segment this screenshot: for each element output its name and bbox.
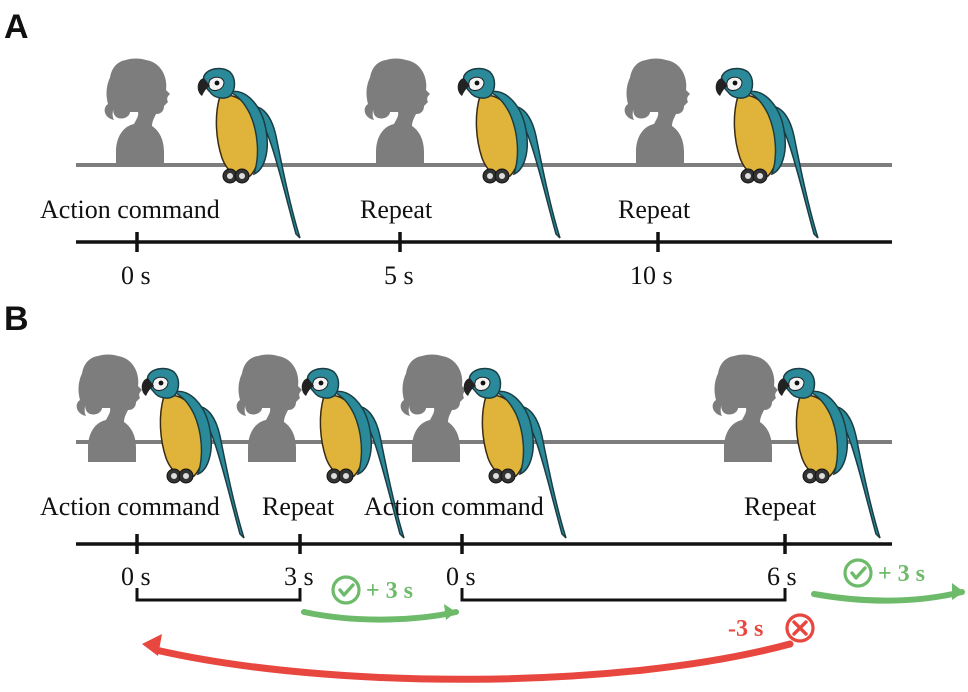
check-circle-icon [331, 575, 361, 605]
panel-a-event-label: Repeat [360, 195, 433, 224]
reward-arrow [301, 609, 459, 623]
interval-bracket [460, 588, 787, 602]
woman-silhouette-icon [624, 58, 690, 166]
interval-bracket [135, 588, 302, 602]
reward-arrow [811, 589, 965, 604]
penalty-label: -3 s [728, 616, 763, 642]
reward-label: + 3 s [878, 561, 925, 587]
woman-silhouette-icon [364, 58, 430, 166]
reward-label: + 3 s [366, 578, 413, 604]
panel-b-event-label: Action command [364, 492, 544, 521]
woman-silhouette-icon [76, 354, 142, 462]
cross-circle-icon [785, 613, 815, 643]
woman-silhouette-icon [104, 58, 170, 166]
parrot-icon [456, 67, 561, 239]
panel-a-event-label: Action command [40, 195, 220, 224]
reward-arrowhead [952, 583, 964, 600]
panel-a-letter: A [4, 8, 29, 46]
panel-b-time-label: 3 s [284, 562, 314, 591]
check-circle-icon [843, 558, 873, 588]
woman-silhouette-icon [400, 354, 466, 462]
woman-silhouette-icon [236, 354, 302, 462]
panel-a-time-label: 10 s [630, 261, 673, 290]
panel-b-event-label: Repeat [262, 492, 335, 521]
panel-b-event-label: Action command [40, 492, 220, 521]
panel-b-time-label: 0 s [446, 562, 476, 591]
woman-silhouette-icon [712, 354, 778, 462]
panel-a-time-label: 5 s [384, 261, 414, 290]
panel-a-event-label: Repeat [618, 195, 691, 224]
panel-b-time-label: 0 s [121, 562, 151, 591]
parrot-icon [714, 67, 819, 239]
panel-a-time-label: 0 s [121, 261, 151, 290]
panel-b-event-label: Repeat [744, 492, 817, 521]
penalty-arrowhead [142, 634, 162, 656]
panel-b-letter: B [4, 300, 29, 338]
panel-b-time-label: 6 s [767, 562, 797, 591]
penalty-arrow [152, 640, 794, 683]
reward-arrowhead [444, 604, 456, 620]
